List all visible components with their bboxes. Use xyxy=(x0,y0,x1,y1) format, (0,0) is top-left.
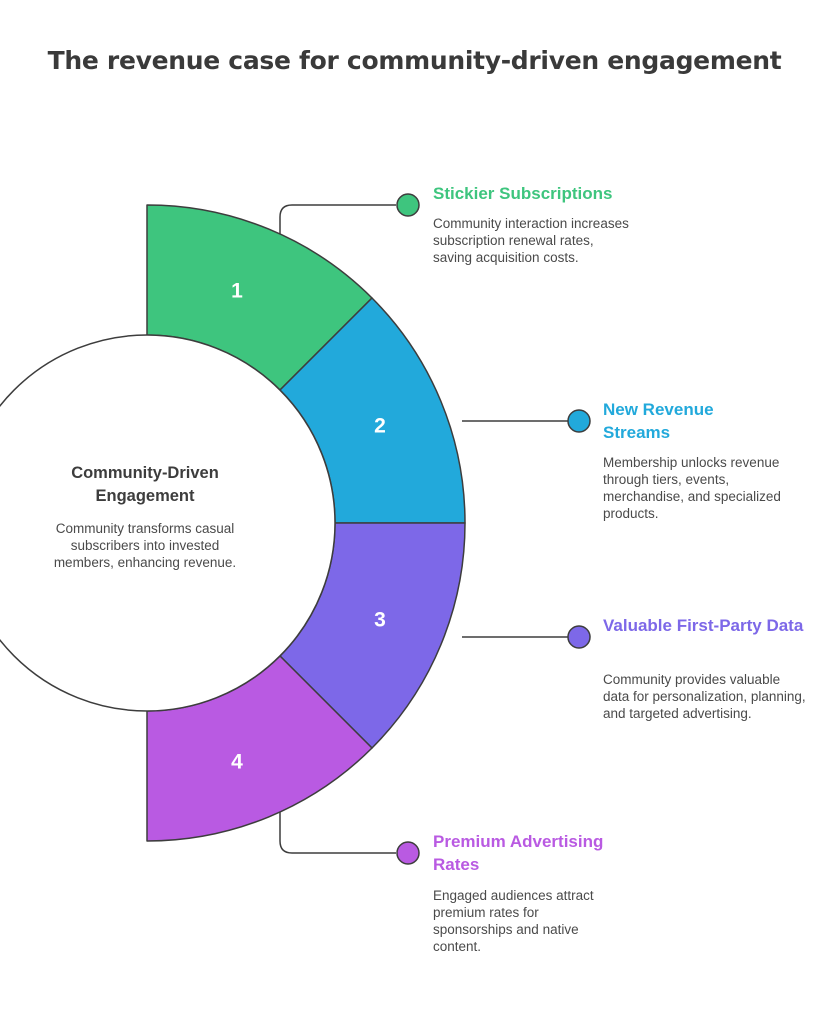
item-title: New Revenue Streams xyxy=(603,400,714,442)
item-title: Valuable First-Party Data xyxy=(603,616,804,635)
center-title: Community-Driven Engagement xyxy=(71,464,219,505)
segment-number-3: 3 xyxy=(374,609,386,632)
connector-dot-1 xyxy=(396,193,420,217)
center-content: Community-Driven Engagement Community tr… xyxy=(40,462,250,571)
segment-number-2: 2 xyxy=(374,415,386,438)
segment-number-4: 4 xyxy=(231,751,243,774)
connector-dot-3 xyxy=(567,625,591,649)
item-title: Premium Advertising Rates xyxy=(433,832,604,874)
segment-number-1: 1 xyxy=(231,280,243,303)
item-valuable-first-party-data-description: Community provides valuable data for per… xyxy=(603,671,808,722)
item-stickier-subscriptions: Stickier Subscriptions Community interac… xyxy=(433,182,633,266)
item-description: Community interaction increases subscrip… xyxy=(433,216,629,265)
item-new-revenue-streams: New Revenue Streams xyxy=(603,398,733,444)
connector-line-1 xyxy=(279,204,396,236)
item-premium-advertising-rates: Premium Advertising Rates xyxy=(433,830,643,876)
item-description: Membership unlocks revenue through tiers… xyxy=(603,455,781,521)
item-title: Stickier Subscriptions xyxy=(433,184,613,203)
page-title: The revenue case for community-driven en… xyxy=(47,46,782,75)
item-valuable-first-party-data: Valuable First-Party Data xyxy=(603,614,813,637)
item-premium-advertising-rates-description: Engaged audiences attract premium rates … xyxy=(433,887,618,955)
connector-dot-2 xyxy=(567,409,591,433)
center-description: Community transforms casual subscribers … xyxy=(53,521,237,570)
connector-dot-4 xyxy=(396,841,420,865)
item-description: Engaged audiences attract premium rates … xyxy=(433,888,594,954)
item-new-revenue-streams-description: Membership unlocks revenue through tiers… xyxy=(603,454,808,522)
item-description: Community provides valuable data for per… xyxy=(603,672,806,721)
connector-line-4 xyxy=(279,810,396,854)
center-circle xyxy=(0,334,336,712)
